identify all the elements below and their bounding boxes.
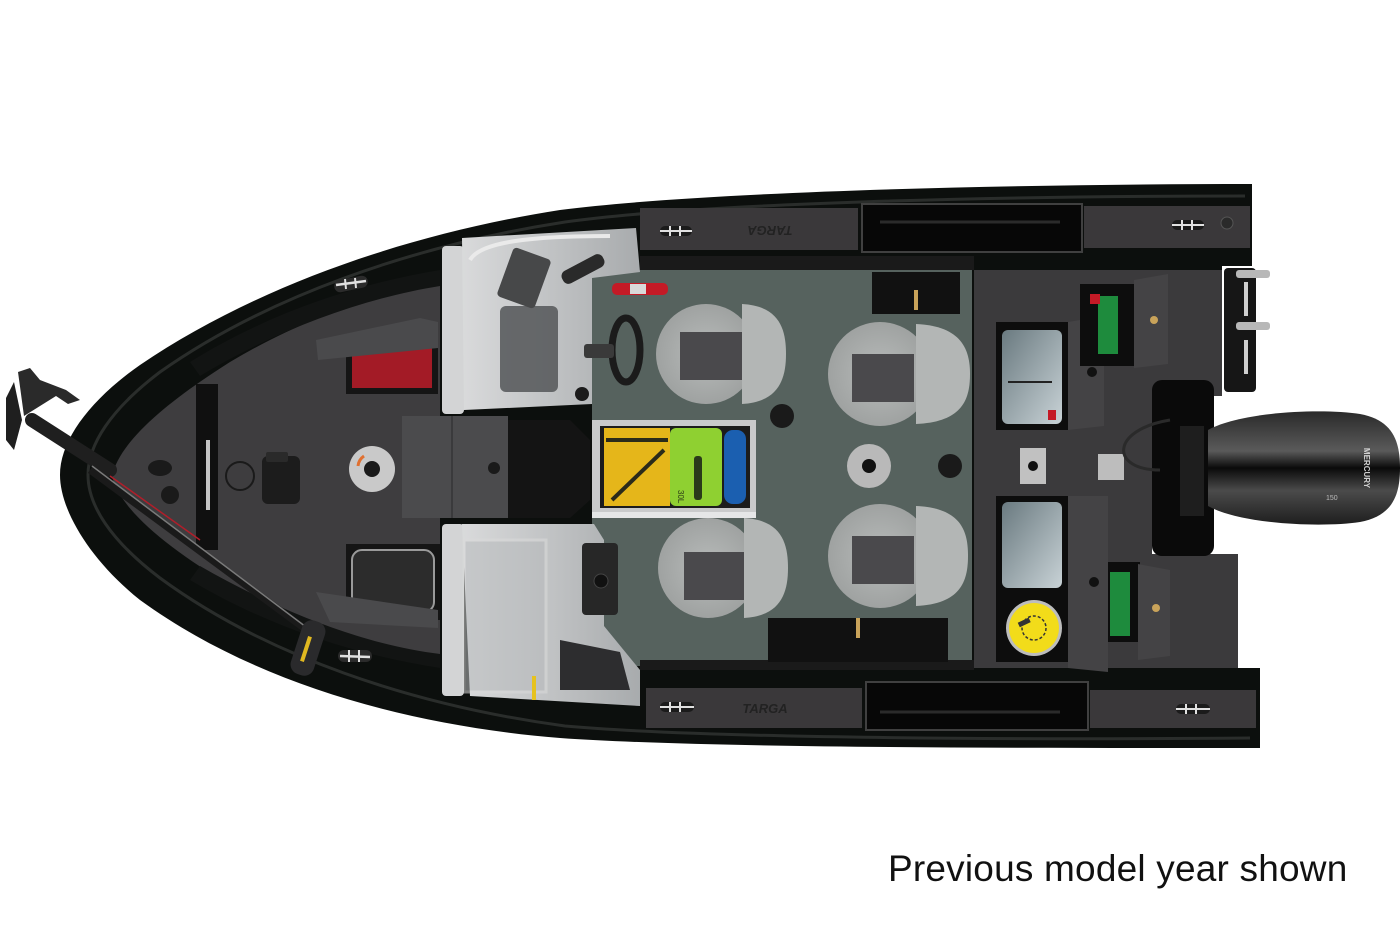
motor-hp: 150 [1326,495,1338,502]
gunwale-port: TARGA [640,203,1250,253]
seat-pedestal-base-center [847,444,891,488]
gunwale-starboard: TARGA [646,681,1256,731]
cleat-starboard-aft [1176,704,1210,714]
bow-deck [112,270,590,668]
floor-drain-1 [770,404,794,428]
floor-drain-2 [938,454,962,478]
cleat-starboard-mid [660,702,694,712]
passenger-console [442,524,640,706]
rod-locker-port [861,203,1083,253]
trolling-motor [6,368,326,676]
foot-pedal [225,452,300,504]
bow-cleat-starboard [338,650,372,662]
rear-deck [974,270,1238,672]
steering-wheel [584,314,644,386]
boarding-ladder [1224,268,1270,392]
trolling-motor-handle [290,620,326,676]
bow-cleat-port [334,275,368,293]
outboard-motor: MERCURY 150 [1122,380,1400,556]
battery-compartment-port [1080,274,1168,368]
battery-compartment-starboard [1108,562,1170,660]
cleat-port-mid [660,226,692,236]
seat-driver [656,304,786,404]
rod-locker-starboard [865,681,1089,731]
brand-decal-port: TARGA [747,223,792,238]
fire-extinguisher [612,283,668,295]
seat-rear-port [828,322,970,426]
seat-passenger [658,518,788,618]
deck-plate-2 [1098,454,1124,480]
brand-decal-starboard: TARGA [742,701,787,716]
cleat-port-aft [1172,220,1204,230]
motor-brand: MERCURY [1362,448,1371,489]
center-storage-compartment: 30L [592,420,756,518]
seat-rear-starboard [828,504,968,608]
bow-seat-pedestal [349,446,395,492]
caption: Previous model year shown [888,848,1348,889]
blue-bottle [724,430,746,504]
driver-console [442,228,644,414]
fuel-fill-cap [1006,600,1062,656]
drybag-label: 30L [676,490,685,504]
